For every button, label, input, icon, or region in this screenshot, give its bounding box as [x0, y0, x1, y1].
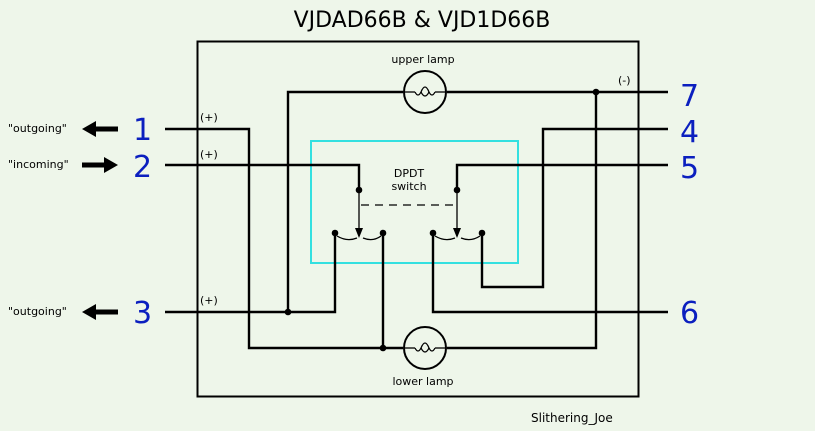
- lamp-icon: [403, 70, 447, 114]
- lower-lamp-label: lower lamp: [392, 375, 453, 388]
- wire-terminal-2: [165, 163, 361, 190]
- switch-contact-icon: [434, 235, 456, 241]
- upper-lamp-label: upper lamp: [391, 53, 454, 66]
- switch-label-line1: DPDT: [394, 167, 425, 180]
- terminal-7-number: 7: [680, 79, 699, 114]
- terminal-2: "incoming" 2: [8, 150, 152, 185]
- polarity-t7: (-): [618, 74, 631, 87]
- arrow-right-icon: [82, 157, 118, 173]
- switch-contacts: [336, 190, 481, 241]
- terminal-2-number: 2: [133, 150, 152, 185]
- dpdt-switch-box: [310, 140, 519, 264]
- wires: [165, 90, 668, 350]
- polarity-t2: (+): [200, 148, 218, 161]
- terminal-5-number: 5: [680, 151, 699, 186]
- terminal-6-number: 6: [680, 296, 699, 331]
- terminal-3-label: "outgoing": [8, 305, 67, 318]
- diagram-title: VJDAD66B & VJD1D66B: [294, 8, 551, 33]
- switch-label-line2: switch: [391, 180, 426, 193]
- terminal-2-label: "incoming": [8, 158, 69, 171]
- wire-negative-return: [447, 92, 598, 350]
- wire-terminal-6: [431, 233, 668, 314]
- terminal-1-number: 1: [133, 113, 152, 148]
- terminal-4-number: 4: [680, 115, 699, 150]
- wire-terminal-3: [165, 233, 337, 314]
- switch-contact-icon: [336, 235, 358, 241]
- wire-terminal-4: [480, 127, 668, 289]
- terminal-3-number: 3: [133, 296, 152, 331]
- lamp-icon: [403, 326, 447, 370]
- junctions: [284, 88, 600, 352]
- housing-outline: [196, 40, 640, 398]
- credit-text: Slithering_Joe: [531, 411, 613, 425]
- wire-terminal-1: [165, 127, 403, 350]
- polarity-t3: (+): [200, 294, 218, 307]
- terminal-1-label: "outgoing": [8, 122, 67, 135]
- arrow-left-icon: [82, 304, 118, 320]
- wire-upper-lamp-left: [286, 90, 403, 312]
- terminal-3: "outgoing" 3: [8, 296, 152, 331]
- switch-contact-icon: [460, 235, 481, 241]
- polarity-t1: (+): [200, 111, 218, 124]
- terminal-1: "outgoing" 1: [8, 113, 152, 148]
- arrow-left-icon: [82, 121, 118, 137]
- switch-contact-icon: [362, 235, 382, 241]
- wire-terminal-5: [455, 163, 668, 190]
